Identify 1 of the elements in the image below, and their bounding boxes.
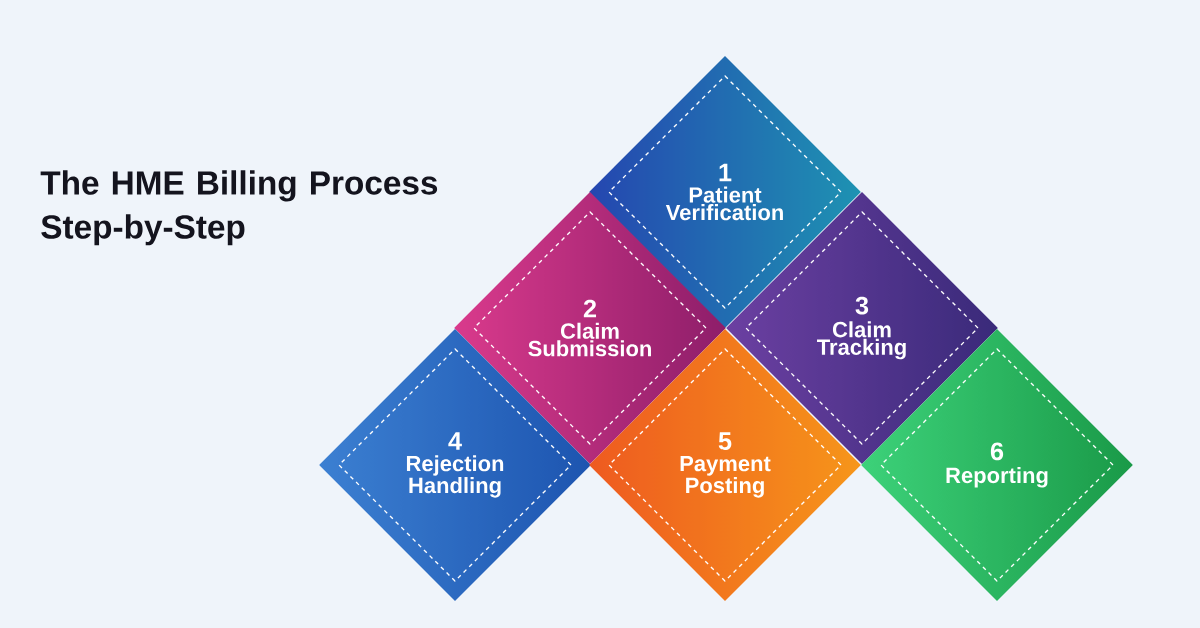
title: The HME Billing Process Step-by-Step xyxy=(40,170,438,246)
